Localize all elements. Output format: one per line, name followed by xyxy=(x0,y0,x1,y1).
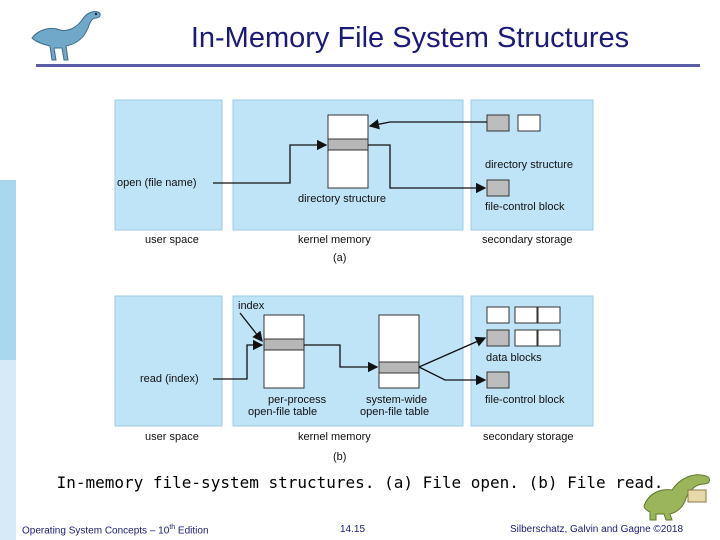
arrow-open-to-directory xyxy=(213,139,328,184)
arrow-index-to-entry xyxy=(239,312,263,343)
sublabel-a: (a) xyxy=(333,252,346,264)
kernel-memory-label-b: kernel memory xyxy=(298,431,371,443)
data-block-b2 xyxy=(514,306,538,324)
read-label: read (index) xyxy=(140,373,199,385)
arrow-directory-to-fcb xyxy=(368,144,487,194)
system-wide-table xyxy=(378,314,420,389)
arrow-system-wide-to-fcb xyxy=(418,366,487,386)
figure-caption: In-memory file-system structures. (a) Fi… xyxy=(56,473,664,492)
arrow-storage-to-directory xyxy=(368,119,487,130)
left-accent-bar xyxy=(0,0,16,540)
data-blocks-label: data blocks xyxy=(486,352,542,364)
data-block-b5 xyxy=(514,329,538,347)
data-block-b3 xyxy=(537,306,561,324)
sublabel-b: (b) xyxy=(333,451,346,463)
index-label: index xyxy=(238,300,265,312)
per-process-label-2: open-file table xyxy=(248,406,317,418)
per-process-table xyxy=(263,314,305,389)
title-divider xyxy=(36,64,700,67)
fcb-label-a: file-control block xyxy=(485,201,565,213)
user-space-panel-a xyxy=(114,99,223,231)
fcb-block-b xyxy=(486,371,510,389)
user-space-label-b: user space xyxy=(145,431,199,443)
system-wide-entry xyxy=(378,361,420,374)
directory-block-a2 xyxy=(517,114,541,132)
kernel-memory-label-a: kernel memory xyxy=(298,234,371,246)
data-block-b6 xyxy=(537,329,561,347)
directory-entry-a xyxy=(327,138,369,151)
secondary-storage-label-b: secondary storage xyxy=(483,431,574,443)
arrow-read-to-per-process xyxy=(213,339,264,380)
fcb-label-b: file-control block xyxy=(485,394,565,406)
dinosaur-logo-icon xyxy=(31,11,101,61)
arrow-system-wide-to-data xyxy=(418,336,487,368)
directory-block-a1 xyxy=(486,114,510,132)
data-block-b4 xyxy=(486,329,510,347)
dinosaur-reading-icon xyxy=(643,474,711,521)
system-wide-label-2: open-file table xyxy=(360,406,429,418)
user-space-panel-b xyxy=(114,295,223,427)
footer-authors: Silberschatz, Galvin and Gagne ©2018 xyxy=(510,524,684,535)
footer-book-title: Operating System Concepts – 10th Edition xyxy=(22,524,209,537)
slide-title: In-Memory File System Structures xyxy=(190,22,630,54)
per-process-entry xyxy=(263,338,305,351)
user-space-label-a: user space xyxy=(145,234,199,246)
secondary-storage-label-a: secondary storage xyxy=(482,234,573,246)
open-label: open (file name) xyxy=(117,177,197,189)
directory-structure-table-a xyxy=(327,114,369,189)
arrow-per-process-to-system-wide xyxy=(304,344,379,373)
file-system-diagram: open (file name) directory structure dir… xyxy=(114,99,594,463)
fcb-block-a xyxy=(486,179,510,197)
footer-page-number: 14.15 xyxy=(340,524,366,535)
data-block-b1 xyxy=(486,306,510,324)
system-wide-label: system-wide xyxy=(366,394,427,406)
per-process-label: per-process xyxy=(268,394,327,406)
directory-structure-storage-label: directory structure xyxy=(485,159,573,171)
directory-structure-kernel-label: directory structure xyxy=(298,193,386,205)
